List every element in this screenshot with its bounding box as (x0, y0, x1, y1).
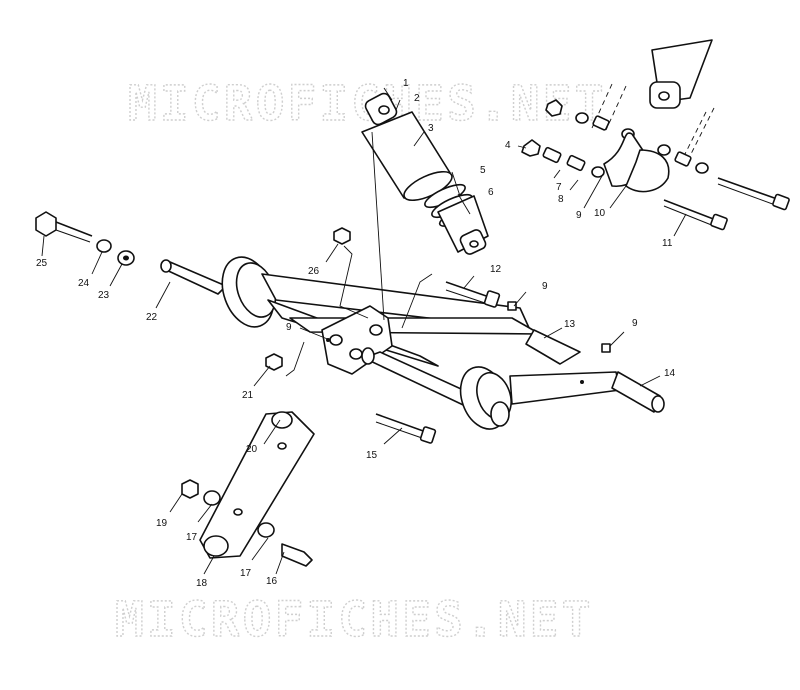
callout-21: 21 (242, 390, 254, 401)
callout-11: 11 (662, 238, 673, 249)
callout-13: 13 (564, 319, 576, 330)
watermark-bottom: MICROFICHES.NET (115, 592, 593, 648)
upper-shock-mount (521, 39, 790, 231)
callout-18: 18 (196, 578, 208, 589)
callout-1: 1 (403, 78, 409, 89)
callout-15: 15 (366, 450, 378, 461)
callout-24: 24 (78, 278, 90, 289)
callout-10: 10 (594, 208, 606, 219)
lower-link (181, 411, 315, 567)
callout-9-top: 9 (576, 210, 582, 221)
callout-12: 12 (490, 264, 502, 275)
callout-26: 26 (308, 266, 320, 277)
callout-labels: 1 2 3 4 5 6 7 8 9 10 11 12 9 13 9 14 9 1… (36, 78, 676, 589)
callout-6: 6 (488, 187, 494, 198)
callout-5: 5 (480, 165, 486, 176)
callout-9-c: 9 (286, 322, 292, 333)
callout-25: 25 (36, 258, 48, 269)
leader-lines (41, 87, 687, 575)
bolt-15 (375, 413, 437, 444)
nut-26 (333, 227, 351, 245)
callout-3: 3 (428, 123, 434, 134)
callout-8: 8 (558, 194, 564, 205)
callout-14: 14 (664, 368, 676, 379)
left-bolt-set (35, 211, 135, 266)
callout-23: 23 (98, 290, 110, 301)
callout-2: 2 (414, 93, 420, 104)
swing-arm (160, 256, 665, 430)
callout-4: 4 (505, 140, 511, 151)
callout-22: 22 (146, 312, 158, 323)
callout-9-b: 9 (632, 318, 638, 329)
bolt-12 (445, 281, 501, 308)
shock-absorber (361, 92, 489, 255)
callout-19: 19 (156, 518, 168, 529)
callout-9-a: 9 (542, 281, 548, 292)
callout-7: 7 (556, 182, 562, 193)
callout-16: 16 (266, 576, 278, 587)
callout-17-a: 17 (186, 532, 198, 543)
callout-20: 20 (246, 444, 258, 455)
callout-17-b: 17 (240, 568, 252, 579)
